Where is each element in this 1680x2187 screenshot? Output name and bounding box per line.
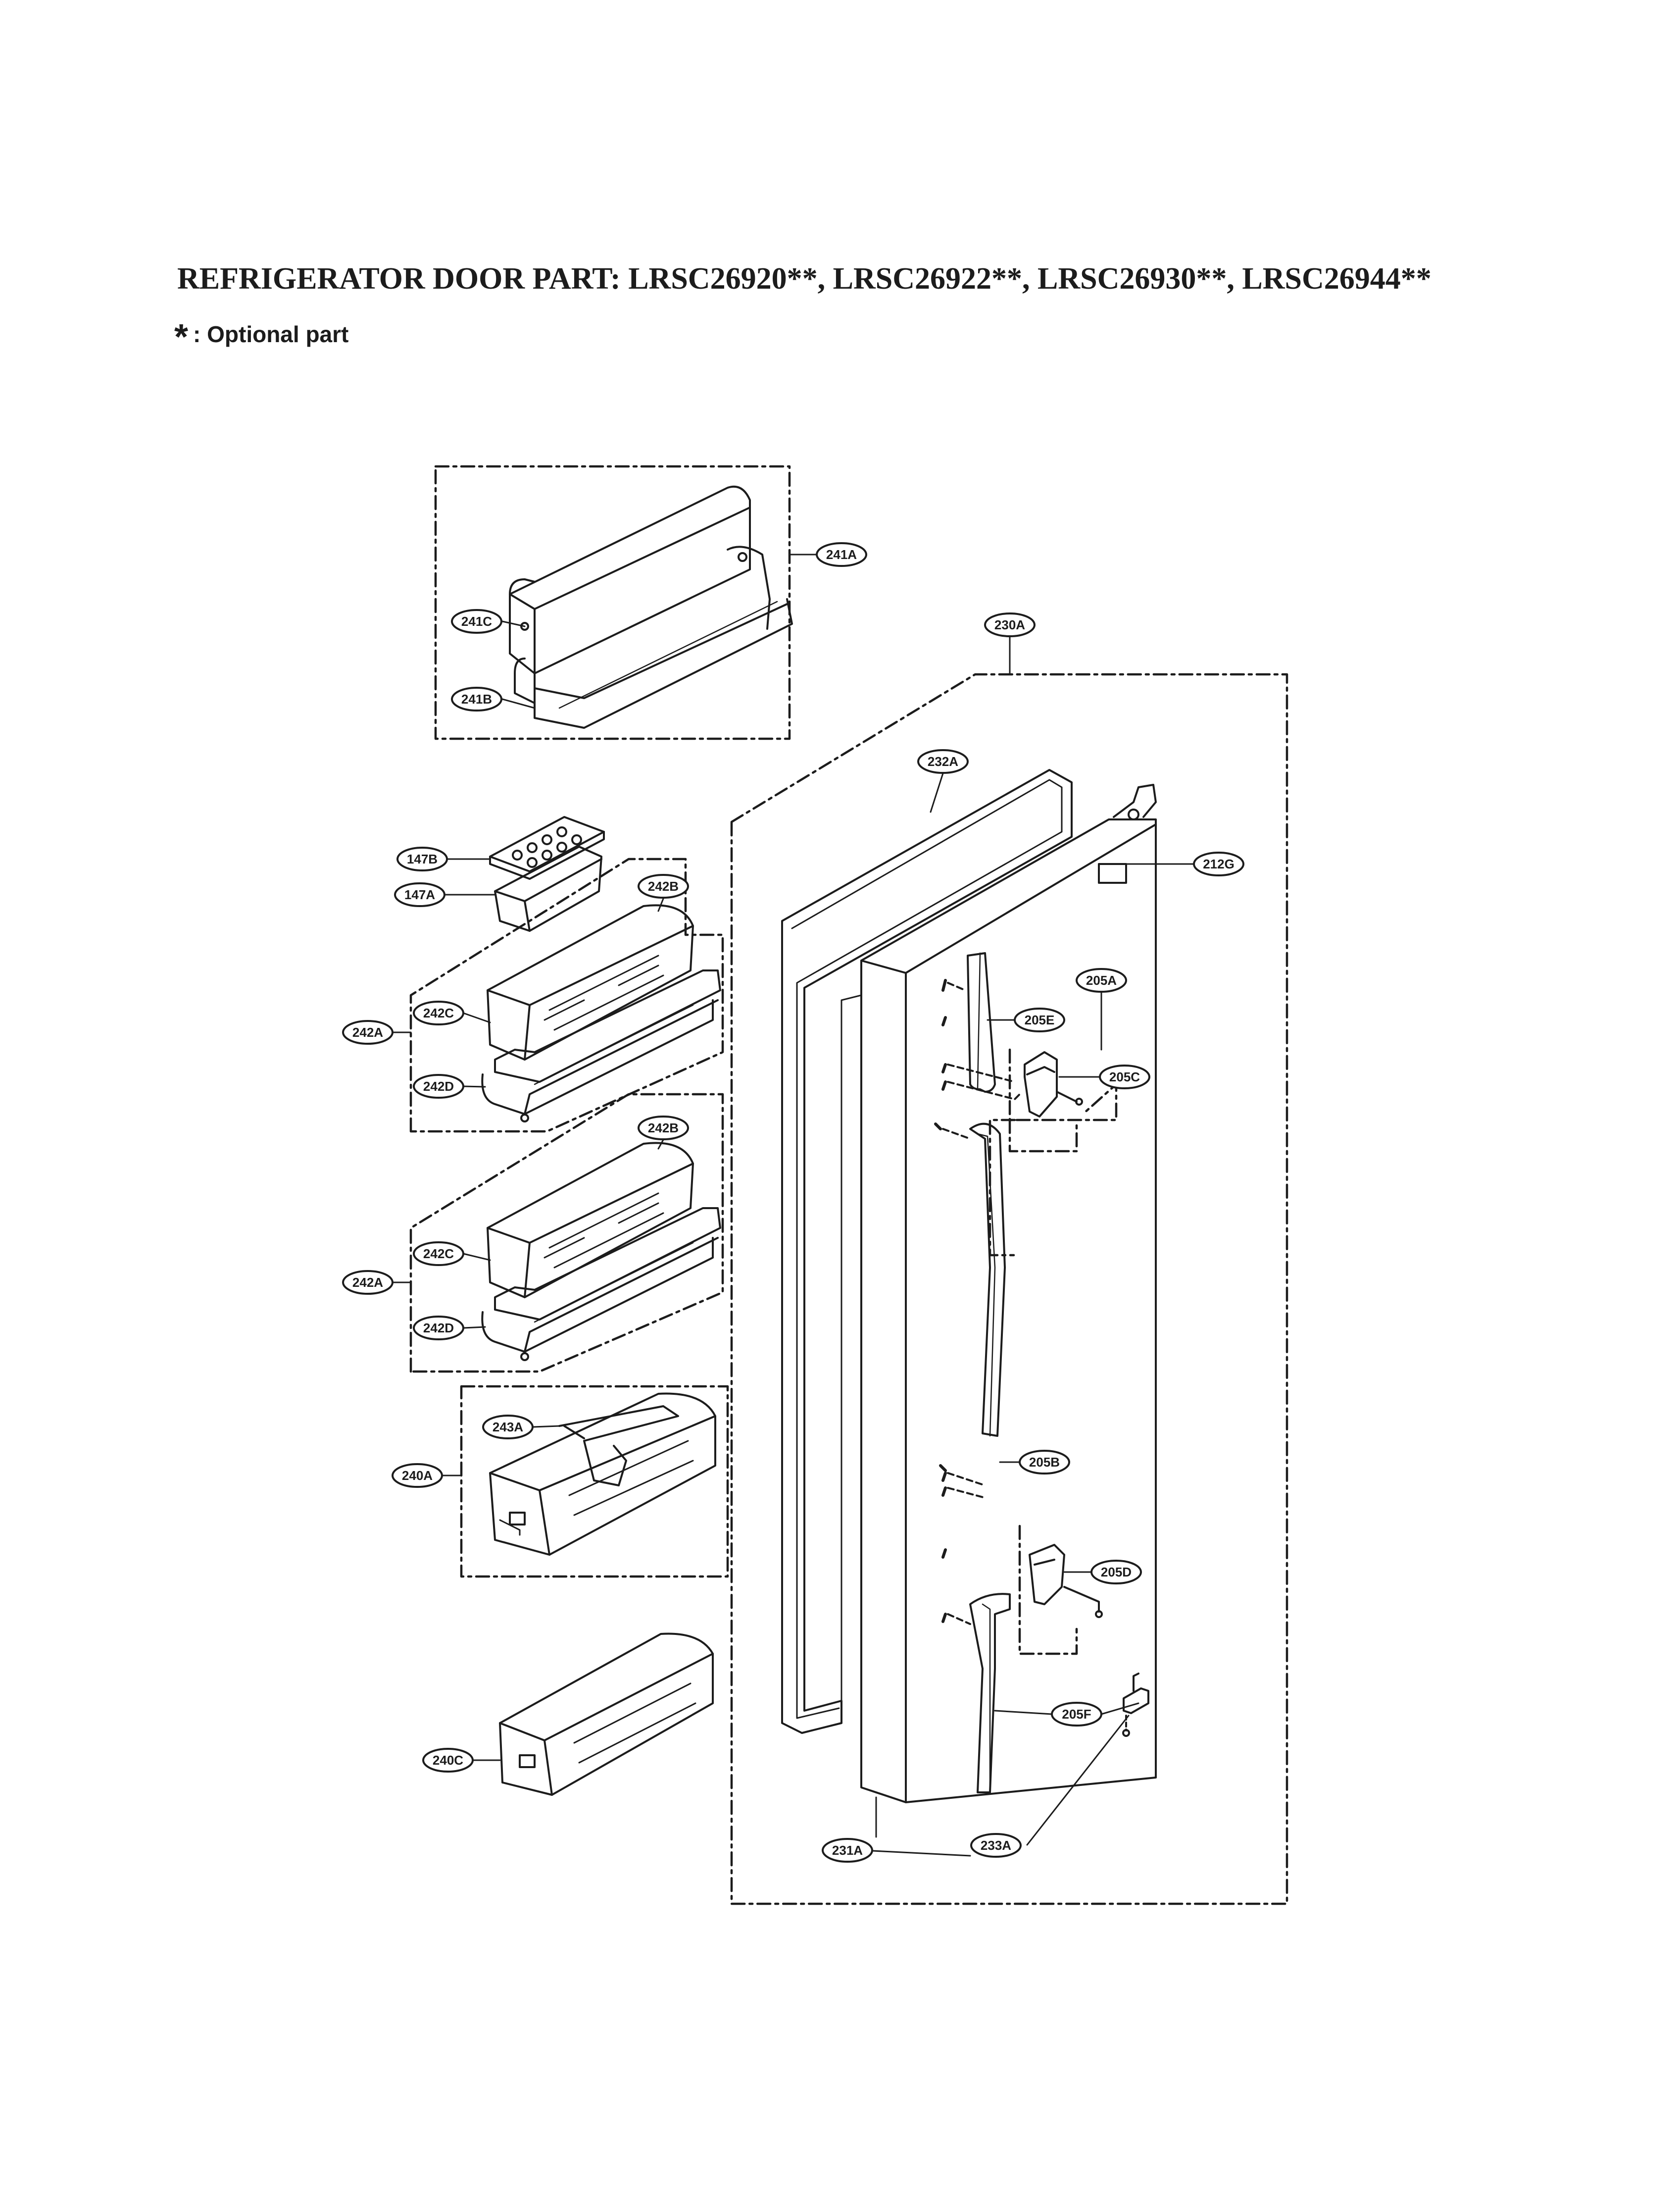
- page-title: REFRIGERATOR DOOR PART: LRSC26920**, LRS…: [177, 262, 1432, 296]
- svg-text:205C: 205C: [1109, 1069, 1140, 1084]
- svg-text:241A: 241A: [826, 547, 857, 562]
- callout-147B: 147B: [396, 847, 448, 871]
- svg-text:205F: 205F: [1062, 1707, 1091, 1722]
- svg-text:240A: 240A: [402, 1468, 433, 1483]
- svg-text:231A: 231A: [832, 1843, 863, 1858]
- callout-205F: 205F: [1051, 1702, 1102, 1727]
- part-handle-205: [934, 952, 1103, 1793]
- group-box-242A-lower: [409, 1093, 724, 1373]
- svg-text:205D: 205D: [1101, 1565, 1132, 1579]
- svg-text:241C: 241C: [461, 614, 492, 629]
- callout-205D: 205D: [1090, 1560, 1142, 1584]
- part-gasket-232A: [781, 769, 1073, 1734]
- optional-part-note: *: Optional part: [174, 317, 348, 357]
- callout-240A: 240A: [392, 1463, 443, 1488]
- svg-text:242B: 242B: [648, 1120, 679, 1135]
- group-box-240A: [460, 1385, 729, 1578]
- svg-text:212G: 212G: [1203, 857, 1235, 871]
- callout-242D-upper: 242D: [413, 1074, 464, 1099]
- svg-text:242A: 242A: [352, 1275, 383, 1290]
- group-box-205B: [988, 1119, 1016, 1257]
- svg-text:205A: 205A: [1086, 973, 1117, 988]
- callout-240C: 240C: [422, 1748, 474, 1773]
- group-box-242A-upper: [409, 858, 724, 1133]
- callout-212G: 212G: [1193, 852, 1244, 876]
- svg-text:242D: 242D: [423, 1079, 454, 1094]
- group-box-205A-inner: [1008, 1119, 1078, 1153]
- svg-text:230A: 230A: [994, 617, 1025, 632]
- callout-242A-upper: 242A: [342, 1020, 394, 1045]
- callout-205C: 205C: [1099, 1065, 1150, 1089]
- part-bin-240A: [489, 1392, 716, 1556]
- callout-242D-lower: 242D: [413, 1316, 464, 1340]
- svg-text:242C: 242C: [423, 1006, 454, 1020]
- optional-part-label: : Optional part: [193, 321, 349, 347]
- callout-233A: 233A: [970, 1833, 1022, 1858]
- svg-text:147A: 147A: [404, 887, 435, 902]
- callout-242A-lower: 242A: [342, 1270, 394, 1295]
- group-box-230A: [730, 673, 1288, 1905]
- callout-241C: 241C: [451, 609, 502, 634]
- optional-symbol: *: [174, 317, 189, 357]
- callout-205A: 205A: [1076, 968, 1127, 993]
- callout-243A: 243A: [482, 1415, 534, 1439]
- svg-text:242C: 242C: [423, 1246, 454, 1261]
- part-bin-242-upper: [481, 904, 721, 1122]
- group-box-205A: [1008, 1048, 1118, 1121]
- callout-230A: 230A: [984, 612, 1036, 637]
- svg-text:233A: 233A: [981, 1838, 1011, 1853]
- callout-232A: 232A: [917, 749, 969, 774]
- callout-242C-upper: 242C: [413, 1001, 464, 1025]
- callout-231A: 231A: [822, 1838, 873, 1863]
- callout-242B-lower: 242B: [638, 1116, 689, 1140]
- callout-241B: 241B: [451, 687, 502, 712]
- svg-text:147B: 147B: [407, 852, 438, 866]
- svg-text:243A: 243A: [493, 1420, 523, 1434]
- group-boxes: [409, 465, 1288, 1905]
- svg-text:232A: 232A: [928, 754, 958, 769]
- callout-205B: 205B: [1019, 1450, 1070, 1475]
- callout-242B-upper: 242B: [638, 874, 689, 899]
- group-box-241A: [434, 465, 791, 740]
- svg-text:241B: 241B: [461, 692, 492, 707]
- part-bin-240C: [499, 1632, 714, 1796]
- svg-text:242A: 242A: [352, 1025, 383, 1040]
- svg-text:242B: 242B: [648, 879, 679, 894]
- svg-text:240C: 240C: [433, 1753, 463, 1768]
- part-shelf-241A: [509, 485, 793, 729]
- svg-text:205B: 205B: [1029, 1455, 1060, 1470]
- callout-147A: 147A: [394, 882, 445, 907]
- callout-labels: 241A 241C 241B 230A 232A 212G 147B 147A …: [342, 542, 1244, 1863]
- part-egg-bin-147: [489, 816, 605, 932]
- group-box-205D: [1018, 1525, 1078, 1655]
- part-bin-242-lower: [481, 1142, 721, 1361]
- callout-242C-lower: 242C: [413, 1241, 464, 1266]
- svg-text:242D: 242D: [423, 1321, 454, 1335]
- leader-lines: [393, 554, 1194, 1857]
- svg-text:205E: 205E: [1025, 1013, 1055, 1027]
- callout-205E: 205E: [1014, 1008, 1065, 1032]
- callout-241A: 241A: [816, 542, 867, 567]
- part-door-231A: [840, 784, 1157, 1803]
